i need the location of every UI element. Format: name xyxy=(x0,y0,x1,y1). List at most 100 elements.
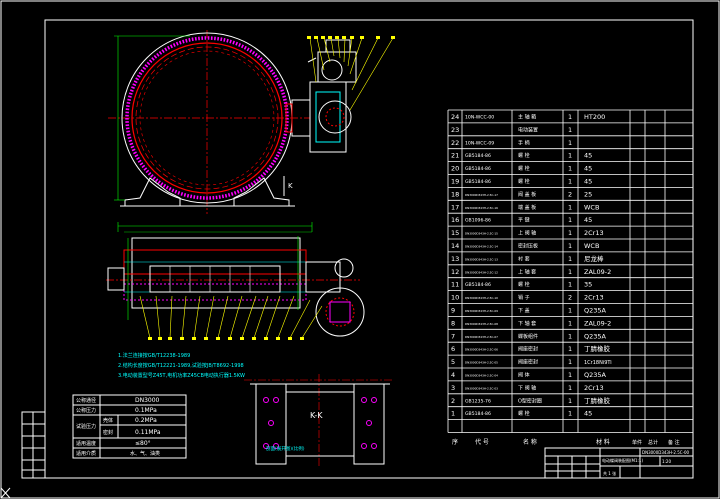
section-left-plate xyxy=(255,383,287,465)
bom-row-qty: 1 xyxy=(568,410,572,418)
bom-row-no: 12 xyxy=(451,268,459,276)
valve-body-outline xyxy=(131,237,301,309)
bom-row-no: 11 xyxy=(451,281,459,289)
bom-row-name: 端 盖 板 xyxy=(518,204,536,211)
section-label: K-K xyxy=(310,411,323,420)
bom-row-no: 17 xyxy=(451,203,459,211)
bom-row-name: 下 盖 xyxy=(518,307,530,314)
bom-row-no: 16 xyxy=(451,216,459,224)
bom-row-code: DN3000D343H-2.5C-06 xyxy=(465,348,498,352)
bom-row-code: DN3000D343H-2.5C-07 xyxy=(465,335,498,339)
flange-bolt-circle xyxy=(125,36,289,200)
bom-row-qty: 1 xyxy=(568,178,572,186)
bom-row-code: GB5184-86 xyxy=(465,282,491,288)
bom-row-name: 阀 体 xyxy=(518,372,530,379)
bom-row-material: ZAL09-2 xyxy=(584,319,611,327)
bom-row-code: GB1235-76 xyxy=(465,398,491,404)
bom-row-name: 衬 套 xyxy=(518,255,530,262)
technical-notes: 1.法兰连接按GB/T12238-1989 2.结构长度按GB/T12221-1… xyxy=(118,352,245,379)
bom-row-code: GB5184-86 xyxy=(465,179,491,185)
bom-row-name: 螺 栓 xyxy=(518,410,530,417)
gear-hub xyxy=(329,301,351,323)
bom-row-no: 14 xyxy=(451,242,459,250)
bom-row-no: 20 xyxy=(451,165,459,173)
disc-ribs xyxy=(169,266,251,292)
bom-header: 序 代 号 名 称 材 料 单件 总计 备 注 xyxy=(452,438,680,446)
spec-table: 公称通径 DN3000 公称压力 0.1MPa 试验压力 壳体 0.2MPa 密… xyxy=(72,394,187,459)
spec-value-2: 0.2MPa xyxy=(135,417,157,424)
spec-value-3: 0.11MPa xyxy=(135,429,161,436)
bom-row-code: DN3000D343H-2.5C-12 xyxy=(465,270,498,274)
spec-value-5: 水、气、油类 xyxy=(130,450,160,457)
disc-circle xyxy=(139,50,275,186)
bom-row-no: 10 xyxy=(451,294,459,302)
binding-strip xyxy=(21,411,46,479)
bom-row-name: 手 柄 xyxy=(518,139,530,146)
bom-row-name: O型密封圈 xyxy=(518,397,542,404)
support-foot-right xyxy=(233,177,290,207)
bom-header-no: 序 xyxy=(452,438,458,446)
bom-row-no: 18 xyxy=(451,190,459,198)
bom-row-name: 螺 栓 xyxy=(518,152,530,159)
bom-row-no: 5 xyxy=(451,358,455,366)
bom-row-qty: 1 xyxy=(568,165,572,173)
spec-label-5: 适用介质 xyxy=(76,450,96,457)
bom-row-material: 尼龙棒 xyxy=(584,254,604,263)
bom-row-material: WCB xyxy=(584,203,599,211)
bom-row-material: 45 xyxy=(584,165,592,173)
bom-header-c1: 单件 xyxy=(632,439,642,446)
bom-row-code: DN3000D343H-2.5C-15 xyxy=(465,232,498,236)
bom-row-name: 阀 盖 板 xyxy=(518,191,536,198)
left-shaft-end xyxy=(107,267,125,291)
spec-label-2: 试验压力 xyxy=(76,423,96,430)
bom-row-qty: 1 xyxy=(568,281,572,289)
bom-row-material: Q235A xyxy=(584,371,607,379)
bom-row-material: 2Cr13 xyxy=(584,294,604,302)
bom-row-qty: 1 xyxy=(568,384,572,392)
view-marker-k: K xyxy=(288,182,293,190)
bom-row-qty: 1 xyxy=(568,371,572,379)
bom-row-material: 丁腈橡胶 xyxy=(584,396,611,405)
bom-row-material: 35 xyxy=(584,281,592,289)
bom-row-name: 销 子 xyxy=(518,294,530,301)
bom-row-no: 7 xyxy=(451,332,455,340)
section-right-plate xyxy=(353,383,385,465)
note-3: 3.电动装置型号Z45T,电机功率Z45CB电动执行器1.5KW xyxy=(118,372,245,379)
actuator-top xyxy=(325,39,351,53)
front-balloon-ticks xyxy=(307,36,395,39)
spec-label-0: 公称通径 xyxy=(76,397,96,404)
section-note: 剖面(展开图)(比例) xyxy=(266,445,305,452)
spec-value-0: DN3000 xyxy=(135,397,160,404)
bom-row-material: ZAL09-2 xyxy=(584,268,611,276)
bom-row-code: DN3000D343H-2.5C-13 xyxy=(465,257,498,261)
bom-row-qty: 1 xyxy=(568,113,572,121)
gearbox-wheel-inner xyxy=(325,107,345,127)
bom-row-material: 1Cr18Ni9Ti xyxy=(584,360,612,366)
bom-row-material: 45 xyxy=(584,410,592,418)
bom-row-material: 2Cr13 xyxy=(584,384,604,392)
bom-row-code: DN3000D343H-2.5C-16 xyxy=(465,206,498,210)
bom-row-code: DN3000D343H-2.5C-03 xyxy=(465,386,498,390)
bom-row-code: DN3000D343H-2.5C-09 xyxy=(465,309,498,313)
bom-row-name: 上 轴 套 xyxy=(518,268,536,275)
bom-row-qty: 1 xyxy=(568,358,572,366)
bom-row-code: DN3000D343H-2.5C-17 xyxy=(465,193,498,197)
bom-row-no: 21 xyxy=(451,152,459,160)
bom-row-code: DN3000D343H-2.5C-05 xyxy=(465,361,498,365)
title-drawing-no: DN3000D343H-2.5C-00 xyxy=(642,450,690,455)
bom-row-qty: 1 xyxy=(568,126,572,134)
front-leaders xyxy=(309,37,394,111)
bom-row-name: 阀座密封 xyxy=(518,359,538,366)
bom-row-qty: 1 xyxy=(568,152,572,160)
bom-row-code: 10N-WCC-00 xyxy=(465,115,494,121)
bom-header-mat: 材 料 xyxy=(596,438,610,446)
bom-row-no: 3 xyxy=(451,384,455,392)
disc-plate xyxy=(149,265,281,293)
bom-row-no: 4 xyxy=(451,371,455,379)
bom-row-material: WCB xyxy=(584,242,599,250)
flange-inner xyxy=(131,42,283,194)
bom-row-qty: 1 xyxy=(568,242,572,250)
right-shaft-end xyxy=(305,261,341,293)
bom-row-name: 螺 栓 xyxy=(518,281,530,288)
